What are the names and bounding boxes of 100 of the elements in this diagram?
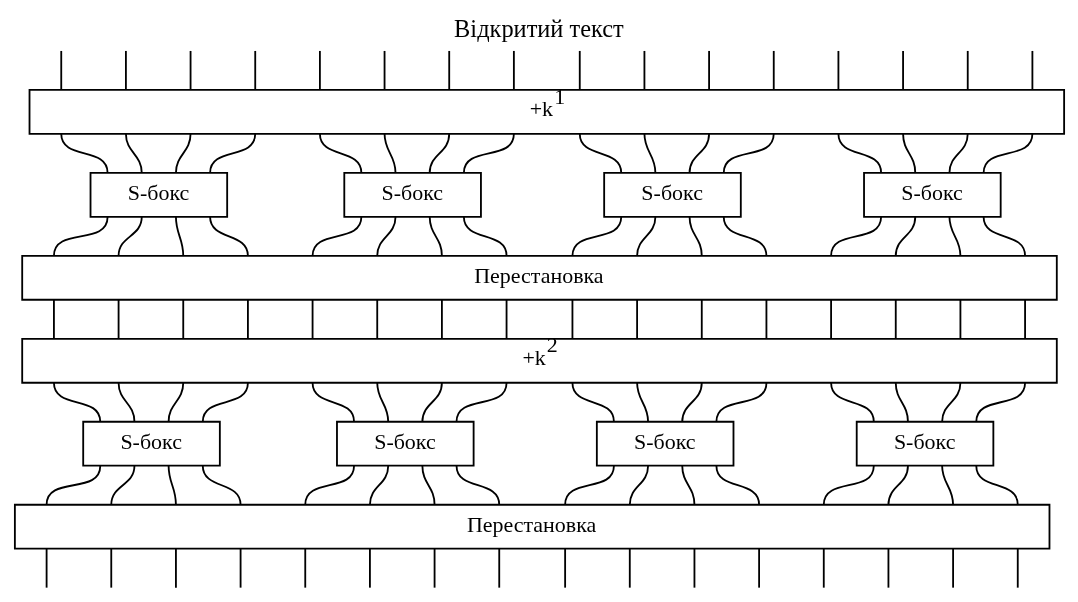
connector — [420, 464, 435, 506]
connector — [512, 50, 515, 91]
connector — [894, 298, 897, 340]
connector — [45, 547, 47, 589]
connector — [311, 381, 355, 423]
connector — [635, 298, 638, 340]
node-box: Перестановка — [20, 254, 1058, 301]
connector — [822, 547, 825, 589]
connector — [571, 298, 573, 340]
connector — [208, 132, 256, 174]
connector — [982, 132, 1033, 174]
connector — [303, 464, 355, 506]
connector — [167, 381, 184, 423]
connector — [117, 381, 135, 423]
connector — [189, 50, 191, 91]
connector — [635, 215, 656, 257]
connector — [318, 50, 321, 91]
connector — [428, 215, 443, 257]
connector — [1023, 298, 1026, 340]
node-box: S-бокс — [595, 420, 734, 467]
connector — [707, 50, 710, 91]
connector — [563, 464, 615, 506]
connector — [455, 464, 500, 506]
connector — [174, 132, 191, 174]
connector — [383, 50, 385, 91]
connector — [715, 464, 760, 506]
connector — [246, 298, 249, 340]
connector — [318, 132, 362, 174]
connector — [680, 381, 703, 423]
connector — [715, 381, 767, 423]
connector — [901, 50, 904, 91]
node-box: S-бокс — [862, 172, 1002, 218]
connector — [1031, 50, 1033, 91]
node-box: S-бокс — [81, 420, 221, 467]
connector — [894, 381, 909, 423]
connector — [45, 464, 101, 506]
connector — [433, 547, 435, 589]
connector — [440, 298, 443, 340]
connector — [829, 381, 875, 423]
connector — [375, 215, 396, 257]
connector — [59, 50, 62, 91]
diagram-title: Відкритий текст — [453, 15, 624, 43]
connector — [765, 298, 767, 340]
connector — [455, 381, 507, 423]
connector — [375, 381, 389, 423]
connector — [940, 381, 961, 423]
connector — [722, 215, 767, 257]
connector — [688, 132, 710, 174]
connector — [462, 132, 515, 174]
connector — [693, 547, 695, 589]
connector — [239, 547, 241, 589]
connector — [117, 298, 119, 340]
connector — [837, 132, 882, 174]
connector — [982, 215, 1026, 257]
connector — [578, 50, 581, 91]
connector — [52, 381, 101, 423]
connector — [368, 464, 389, 506]
connector — [368, 547, 371, 589]
connector — [303, 547, 306, 589]
connector — [201, 464, 241, 506]
connector — [974, 464, 1019, 506]
connector — [124, 132, 143, 174]
connector — [887, 464, 909, 506]
connector — [563, 547, 566, 589]
connector — [635, 381, 649, 423]
connector — [688, 215, 703, 257]
connector — [628, 547, 631, 589]
node-box: S-бокс — [602, 172, 742, 218]
connector — [643, 50, 645, 91]
connector — [959, 298, 961, 340]
connector — [52, 298, 55, 340]
node-box: S-бокс — [855, 420, 994, 467]
node-box: Перестановка — [13, 503, 1050, 550]
connector — [901, 132, 916, 174]
connector — [722, 132, 775, 174]
connector — [311, 215, 362, 257]
connector — [462, 215, 507, 257]
connector — [829, 215, 882, 257]
connector — [966, 50, 969, 91]
connector — [59, 132, 108, 174]
connector — [700, 298, 703, 340]
connector — [772, 50, 775, 91]
connector — [680, 464, 695, 506]
connector — [124, 50, 127, 91]
connector — [948, 215, 961, 257]
connector — [822, 464, 875, 506]
connector — [628, 464, 649, 506]
connector — [109, 547, 112, 589]
connector — [497, 547, 500, 589]
connector — [201, 381, 249, 423]
connector — [505, 298, 507, 340]
node-box: S-бокс — [342, 172, 482, 218]
connector — [757, 547, 760, 589]
connector — [420, 381, 443, 423]
node-box: S-бокс — [335, 420, 475, 467]
connector — [174, 215, 184, 257]
connector — [383, 132, 396, 174]
connector — [109, 464, 135, 506]
connector — [578, 132, 622, 174]
connector — [571, 381, 615, 423]
